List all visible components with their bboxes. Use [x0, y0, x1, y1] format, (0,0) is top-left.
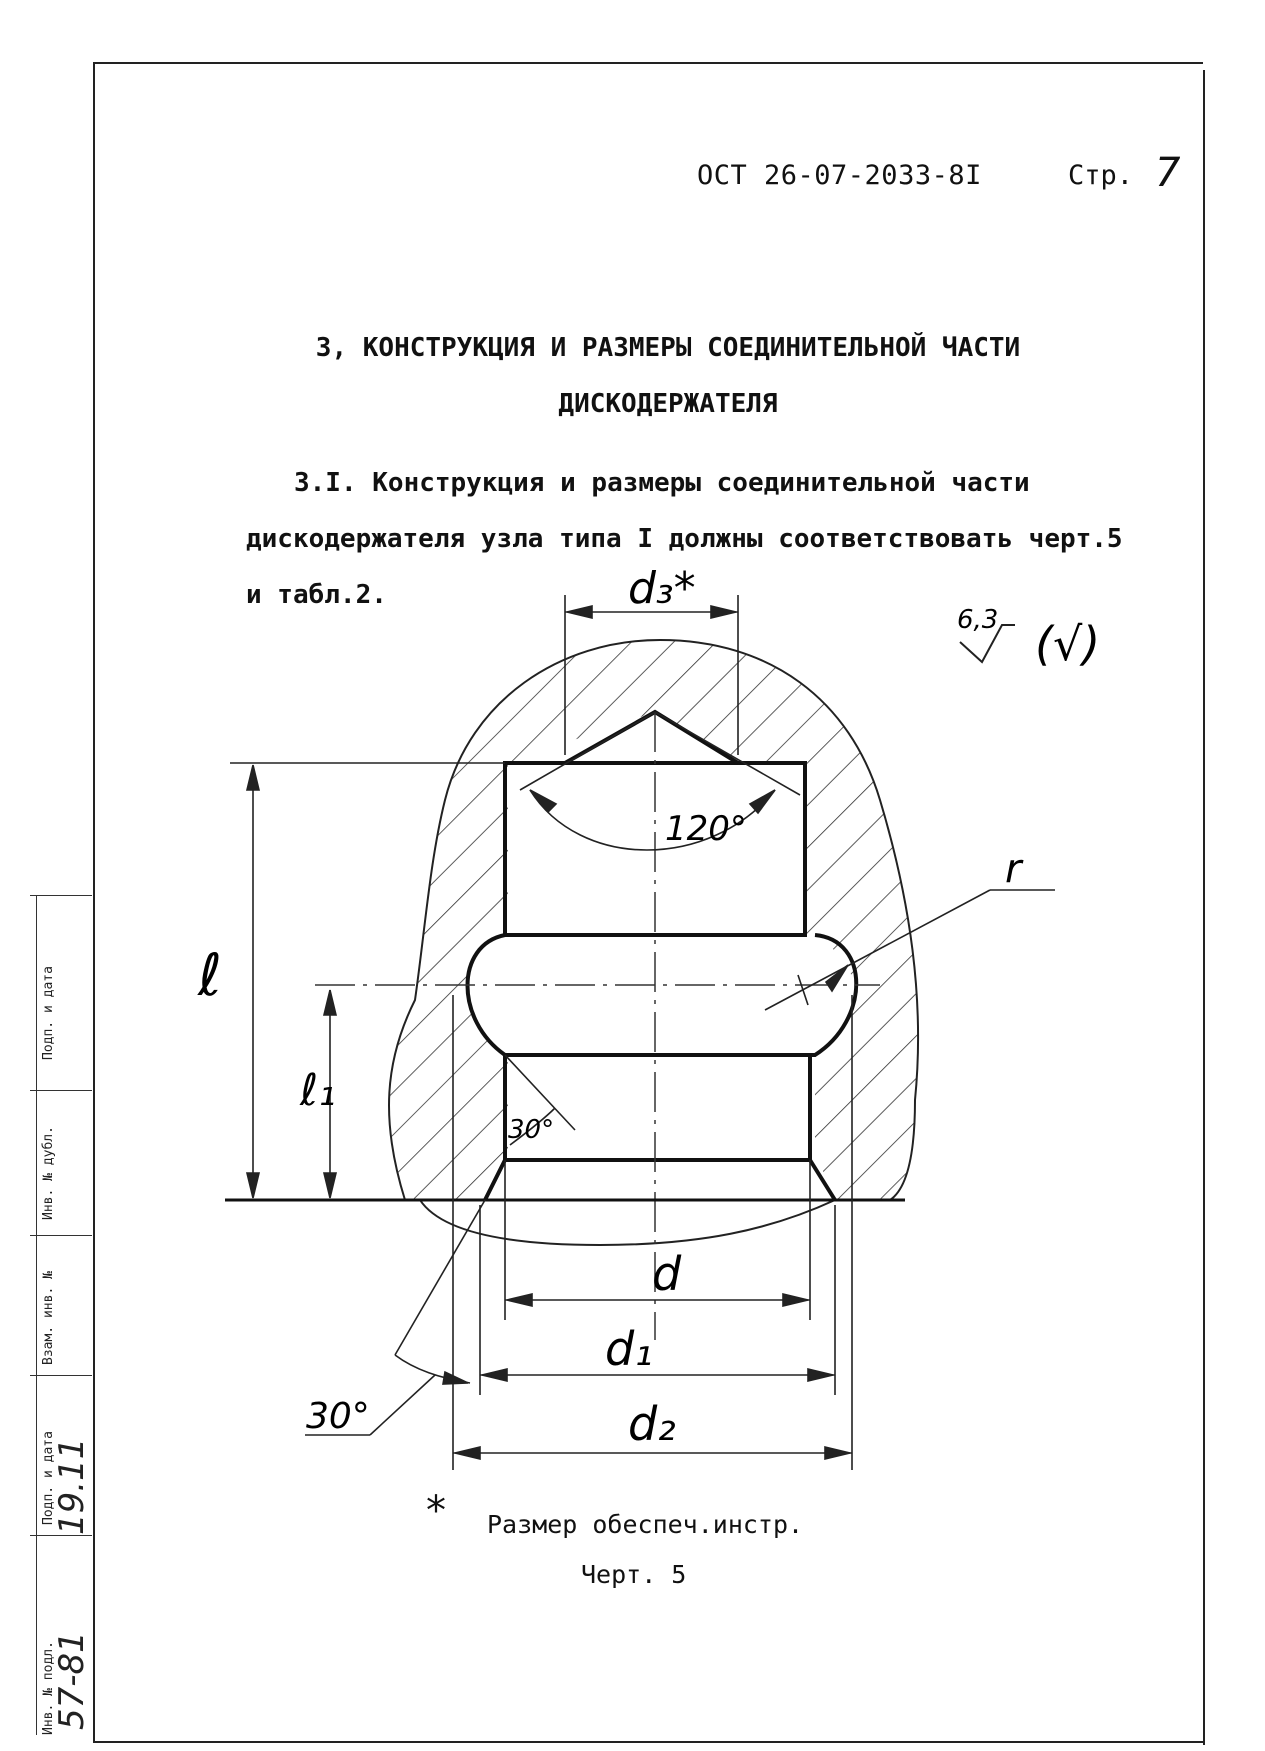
- section-title: 3, КОНСТРУКЦИЯ И РАЗМЕРЫ СОЕДИНИТЕЛЬНОЙ …: [238, 320, 1098, 432]
- document-code: ОСТ 26-07-2033-8I: [697, 160, 982, 191]
- cavity-contours: [465, 709, 859, 1202]
- page-frame-right: [1203, 70, 1205, 1745]
- dimension-l: [230, 762, 505, 1199]
- dimension-l1: [322, 989, 338, 1199]
- angle-120-dimension: [519, 711, 801, 851]
- paragraph-line3: и табл.2.: [246, 580, 387, 610]
- label-angle-120: 120°: [665, 809, 747, 849]
- label-l: ℓ: [197, 941, 222, 1009]
- page-label: Стр.: [1068, 160, 1134, 191]
- stamp-field-dup-inv: Инв. № дубл.: [41, 1126, 56, 1220]
- section-title-line2: ДИСКОДЕРЖАТЕЛЯ: [558, 389, 778, 419]
- radius-leader: [764, 889, 1055, 1011]
- dimension-d: [504, 1160, 811, 1320]
- angle-30-inner: [504, 1054, 576, 1146]
- label-l1: ℓ₁: [299, 1065, 336, 1116]
- margin-stamp: [30, 895, 92, 1735]
- margin-stamp-divider: [36, 895, 37, 1735]
- part-outer-contour: [388, 638, 920, 1201]
- dimension-d3: [564, 595, 739, 755]
- footnote-text: Размер обеспеч.инстр.: [487, 1510, 804, 1539]
- paragraph-line1: 3.I. Конструкция и размеры соединительно…: [294, 468, 1030, 498]
- angle-30-outer: [305, 1199, 486, 1436]
- stamp-handwritten-inv: 57-81: [52, 1631, 92, 1730]
- roughness-symbol: [959, 624, 1015, 664]
- part-section-hatched: [388, 640, 919, 1200]
- center-lines: [315, 712, 880, 1340]
- label-d: d: [652, 1247, 682, 1301]
- section-title-line1: 3, КОНСТРУКЦИЯ И РАЗМЕРЫ СОЕДИНИТЕЛЬНОЙ …: [315, 333, 1021, 363]
- page-frame-left: [93, 62, 95, 1742]
- paragraph-line2: дискодержателя узла типа I должны соотве…: [246, 524, 1123, 554]
- stamp-field-sign-date: Подп. и дата: [41, 966, 56, 1060]
- label-d2: d₂: [628, 1397, 676, 1451]
- stamp-field-repl-inv: Взам. инв. №: [41, 1271, 56, 1365]
- footnote-star: *: [426, 1488, 446, 1534]
- dimension-d2: [452, 995, 853, 1470]
- page-frame-bottom: [93, 1741, 1203, 1743]
- figure-caption: Черт. 5: [581, 1560, 687, 1589]
- body-paragraph: 3.I. Конструкция и размеры соединительно…: [246, 455, 1146, 623]
- label-angle-30-outer: 30°: [306, 1396, 370, 1437]
- roughness-value: 6,3: [957, 605, 998, 635]
- label-r: r: [1005, 846, 1024, 892]
- label-d3: d₃*: [628, 563, 696, 614]
- page-number: 7: [1155, 150, 1181, 196]
- roughness-general: (√): [1035, 617, 1100, 671]
- page-frame-top: [93, 62, 1203, 64]
- label-d1: d₁: [605, 1322, 653, 1376]
- label-angle-30-inner: 30°: [508, 1115, 554, 1145]
- dimension-d1: [479, 1205, 836, 1395]
- part-lower-contour: [419, 1199, 836, 1247]
- stamp-handwritten-date: 19.11: [52, 1437, 92, 1535]
